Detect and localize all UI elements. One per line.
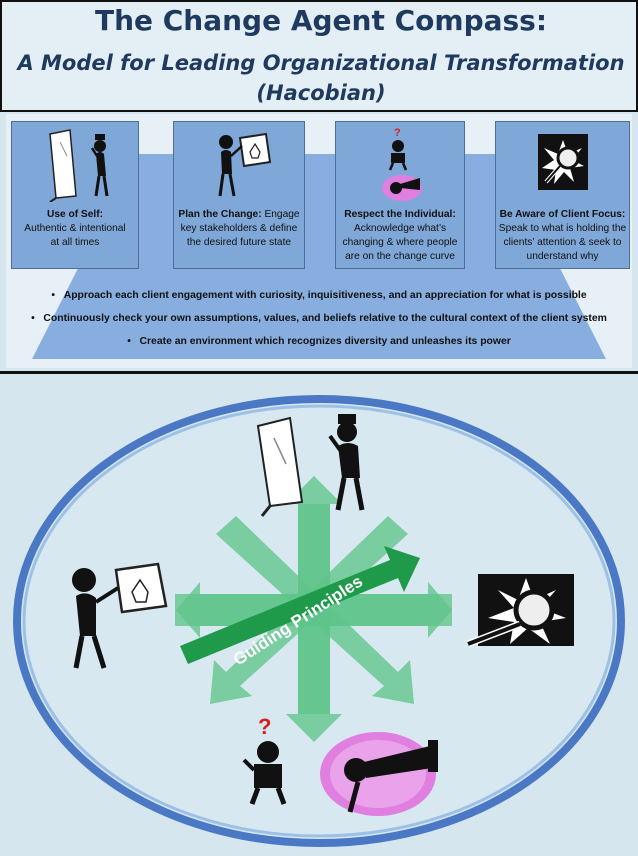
section-divider xyxy=(0,371,638,374)
card-client-focus-text: Be Aware of Client Focus: Speak to what … xyxy=(498,208,627,264)
mirror-figure-icon xyxy=(49,129,109,202)
card-line: understand why xyxy=(526,251,599,262)
bullet-item: • Approach each client engagement with c… xyxy=(51,290,587,301)
page-title: The Change Agent Compass: xyxy=(94,4,548,37)
card-heading: Use of Self: xyxy=(46,209,104,220)
card-heading-rest: Engage xyxy=(261,209,300,220)
bullet-text: Approach each client engagement with cur… xyxy=(63,290,587,301)
card-line: Authentic & intentional xyxy=(24,223,126,234)
card-line: Acknowledge what’s xyxy=(353,223,447,234)
mirror-figure-icon xyxy=(256,414,365,517)
card-plan-the-change: Plan the Change: Engage key stakeholders… xyxy=(173,121,305,269)
compass-ring-inner xyxy=(22,404,616,838)
page-subtitle: A Model for Leading Organizational Trans… xyxy=(2,48,638,108)
header-banner: The Change Agent Compass: A Model for Le… xyxy=(0,0,638,112)
compass-section: Guiding Principles xyxy=(0,374,638,851)
card-client-focus: Be Aware of Client Focus: Speak to what … xyxy=(495,121,630,269)
card-line: key stakeholders & define xyxy=(180,223,298,234)
confused-figure-icon: ? xyxy=(382,127,422,201)
card-respect-the-individual-text: Respect the Individual: Acknowledge what… xyxy=(338,208,462,264)
presenter-figure-icon xyxy=(218,132,272,197)
magnifying-glass-icon xyxy=(538,134,588,190)
confused-figure-icon: ? xyxy=(242,714,287,805)
card-heading: Be Aware of Client Focus: xyxy=(499,209,626,220)
card-line: changing & where people xyxy=(342,237,458,248)
card-use-of-self-text: Use of Self: Authentic & intentional at … xyxy=(14,208,136,250)
subtitle-line-2: (Hacobian) xyxy=(256,81,386,105)
magnifying-glass-icon xyxy=(466,574,574,648)
card-use-of-self: Use of Self: Authentic & intentional at … xyxy=(11,121,139,269)
bullet-item: • Continuously check your own assumption… xyxy=(31,313,607,324)
card-respect-the-individual: ? Respect the Individual: Acknowledge wh… xyxy=(335,121,465,269)
bullet-text: Continuously check your own assumptions,… xyxy=(43,313,607,324)
card-line: are on the change curve xyxy=(345,251,455,262)
subtitle-line-1: A Model for Leading Organizational Trans… xyxy=(17,51,625,75)
card-line: at all times xyxy=(50,237,100,248)
card-plan-the-change-text: Plan the Change: Engage key stakeholders… xyxy=(176,208,302,250)
svg-text:?: ? xyxy=(394,127,401,139)
bullet-item: • Create an environment which recognizes… xyxy=(127,336,511,347)
card-line: the desired future state xyxy=(186,237,292,248)
svg-text:?: ? xyxy=(258,714,271,739)
card-heading: Plan the Change: xyxy=(178,209,262,220)
presenter-figure-icon xyxy=(72,562,168,669)
compass-diagram: Guiding Principles xyxy=(13,395,625,847)
card-line: Speak to what is holding the xyxy=(498,223,627,234)
card-heading: Respect the Individual: xyxy=(344,209,456,220)
telescope-figure-icon xyxy=(320,732,438,816)
bullet-text: Create an environment which recognizes d… xyxy=(139,336,511,347)
card-line: clients’ attention & seek to xyxy=(503,237,622,248)
